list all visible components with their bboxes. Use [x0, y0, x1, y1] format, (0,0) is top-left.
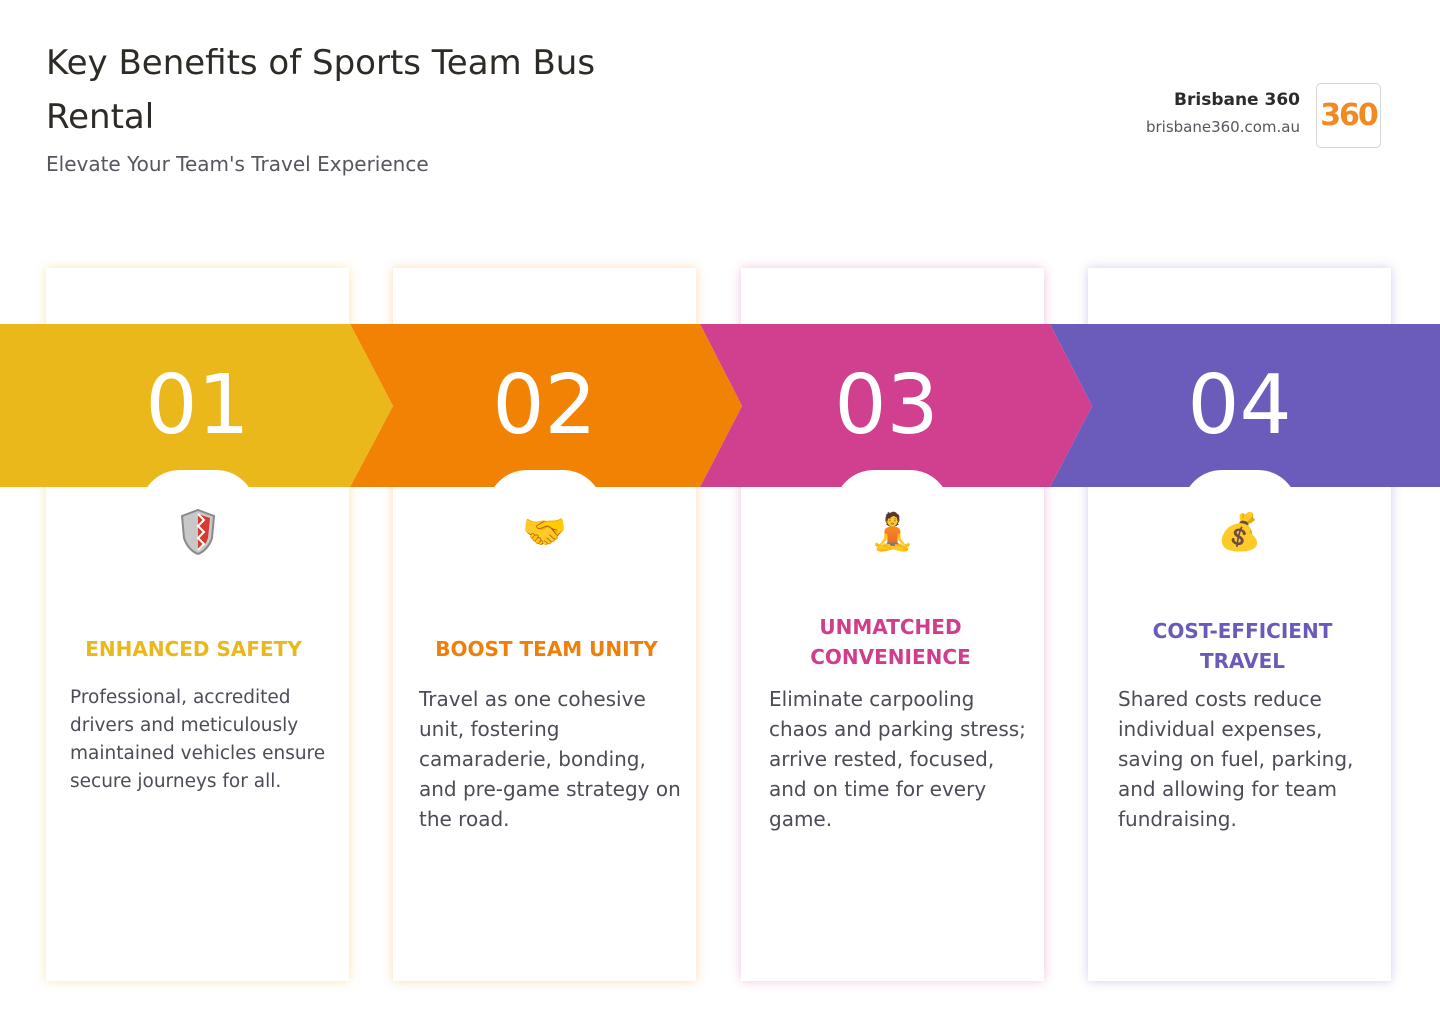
handshake-icon: 🤝	[522, 512, 567, 553]
icon-notch-3	[834, 470, 950, 510]
benefit-number-2: 02	[492, 358, 597, 453]
benefit-title-3: UNMATCHED CONVENIENCE	[810, 615, 971, 669]
chevron-segment-4	[1050, 324, 1440, 487]
benefit-text-2: Travel as one cohesive unit, fostering c…	[419, 687, 681, 831]
benefit-number-1: 01	[145, 358, 250, 453]
chevron-segment-1	[0, 324, 393, 487]
lotus-meditation-icon: 🧘	[870, 512, 915, 553]
chevron-segment-2	[350, 324, 742, 487]
benefit-number-4: 04	[1187, 358, 1292, 453]
brand-name: Brisbane 360	[1174, 90, 1300, 110]
benefit-title-4: COST-EFFICIENT TRAVEL	[1152, 619, 1333, 673]
chevron-band	[0, 324, 1440, 487]
benefit-title-1: ENHANCED SAFETY	[85, 637, 302, 661]
benefit-text-3: Eliminate carpooling chaos and parking s…	[769, 687, 1026, 831]
brand-url[interactable]: brisbane360.com.au	[1145, 118, 1300, 136]
page-title: Key Benefits of Sports Team Bus Rental	[46, 43, 596, 137]
benefit-title-2: BOOST TEAM UNITY	[435, 637, 658, 661]
chevron-segment-3	[700, 324, 1092, 487]
shield-icon	[46, 508, 349, 570]
brand-logo: 360	[1316, 83, 1381, 148]
icon-notch-1	[140, 470, 256, 510]
icon-notch-2	[487, 470, 603, 510]
brand-block: Brisbane 360 brisbane360.com.au	[1146, 90, 1300, 136]
benefit-number-3: 03	[834, 358, 939, 453]
page-subtitle: Elevate Your Team's Travel Experience	[46, 152, 429, 176]
money-bag-icon: 💰	[1217, 512, 1262, 553]
icon-notch-4	[1182, 470, 1298, 510]
benefit-text-1: Professional, accredited drivers and met…	[70, 687, 326, 792]
benefit-text-4: Shared costs reduce individual expenses,…	[1118, 687, 1354, 831]
